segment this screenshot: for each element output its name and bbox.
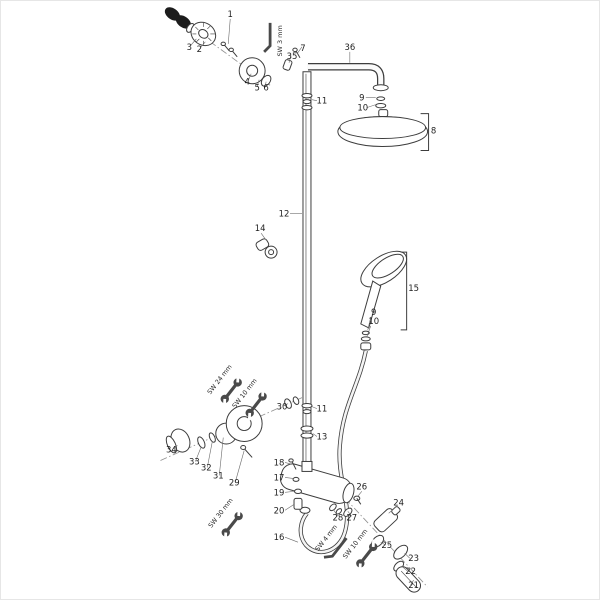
part-number-label: 26 xyxy=(356,481,367,491)
part-number-label: 19 xyxy=(274,487,285,497)
part-number-label: 22 xyxy=(405,566,416,576)
pipe-holder xyxy=(255,238,278,259)
mixer-top-port xyxy=(301,460,313,472)
part-number-label: 1 xyxy=(228,9,233,19)
part-number-label: 35 xyxy=(287,51,298,61)
part-number-label: 25 xyxy=(381,540,392,550)
part-number-label: 10 xyxy=(368,316,379,326)
part-number-label: 4 xyxy=(244,77,249,87)
thermostat-trim-exploded xyxy=(165,396,300,458)
overhead-shower xyxy=(337,109,430,151)
shower-head-nut xyxy=(378,109,389,118)
cartridge xyxy=(373,506,401,533)
riser-top-gaskets xyxy=(301,92,313,111)
dimension-bracket xyxy=(420,113,430,151)
part-number-label: 10 xyxy=(357,103,368,113)
part-number-label: 34 xyxy=(166,444,177,454)
part-number-label: 17 xyxy=(274,472,285,482)
part-number-label: 8 xyxy=(431,126,436,136)
mixer-handle-lever xyxy=(395,566,422,593)
part-number-label: 18 xyxy=(274,457,285,467)
riser-bottom-gaskets xyxy=(300,402,314,439)
arm-outlet-gaskets xyxy=(375,96,387,109)
part-number-label: 31 xyxy=(213,470,224,480)
part-number-label: 11 xyxy=(317,404,328,414)
part-number-label: 12 xyxy=(279,208,290,218)
leader-lines xyxy=(172,18,414,586)
part-number-label: 5 xyxy=(254,83,259,93)
part-number-label: 7 xyxy=(300,43,305,53)
part-number-label: 9 xyxy=(371,307,376,317)
shower-arm xyxy=(307,63,389,92)
part-number-label: 14 xyxy=(255,223,266,233)
part-number-label: 32 xyxy=(201,462,212,472)
part-number-label: 28 xyxy=(332,512,343,522)
part-number-label: 9 xyxy=(359,93,364,103)
part-number-label: 23 xyxy=(408,553,419,563)
part-number-label: 21 xyxy=(408,580,419,590)
mixer-hose-port xyxy=(299,506,311,514)
tool-size-label: SW 3 mm xyxy=(276,25,284,56)
part-number-label: 3 xyxy=(187,42,192,52)
shower-hose xyxy=(298,350,368,555)
part-number-label: 29 xyxy=(229,477,240,487)
cartridge-exploded xyxy=(329,495,422,593)
part-number-label: 13 xyxy=(317,432,328,442)
hand-shower xyxy=(360,250,408,331)
part-number-label: 15 xyxy=(408,283,419,293)
dimension-bracket xyxy=(400,251,408,331)
part-number-label: 24 xyxy=(393,497,404,507)
part-number-label: 27 xyxy=(346,512,357,522)
hand-shower-handle xyxy=(360,280,382,329)
part-number-label: 2 xyxy=(197,44,202,54)
mixer-small-parts xyxy=(288,458,303,510)
part-number-label: 33 xyxy=(189,456,200,466)
part-number-label: 6 xyxy=(263,83,268,93)
part-number-label: 11 xyxy=(317,96,328,106)
part-number-label: 30 xyxy=(277,402,288,412)
part-number-label: 16 xyxy=(274,532,285,542)
mixer-body xyxy=(279,460,355,514)
exploded-handle-assembly xyxy=(164,7,301,87)
part-number-label: 20 xyxy=(274,505,285,515)
allen-key-icon xyxy=(262,21,272,54)
part-number-label: 36 xyxy=(344,42,355,52)
hand-shower-gaskets xyxy=(360,330,372,351)
